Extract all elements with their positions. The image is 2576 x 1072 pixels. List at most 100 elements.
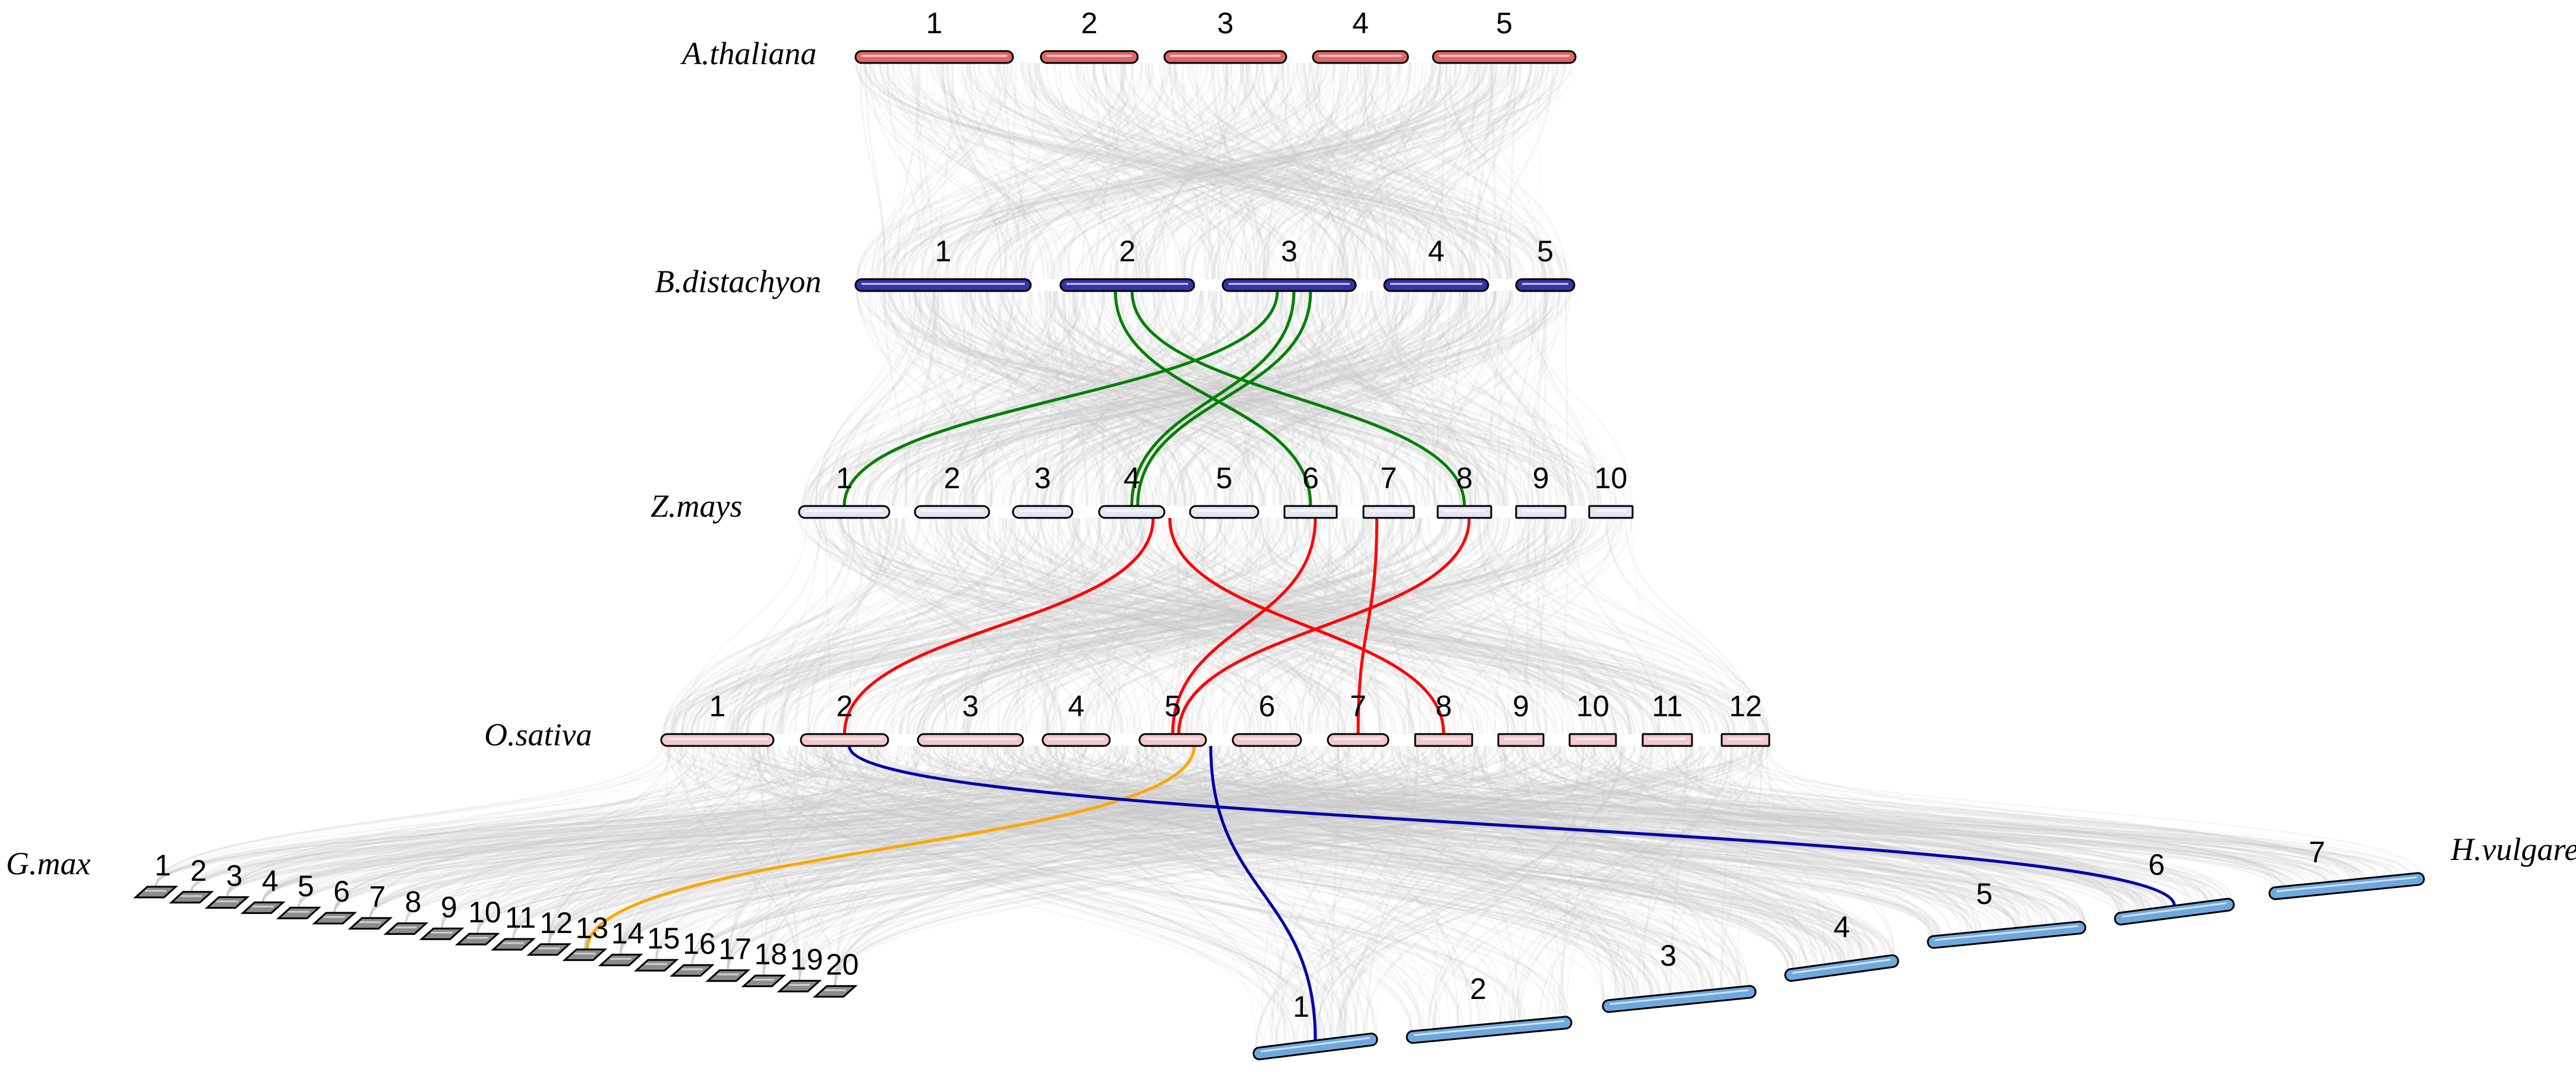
background-link <box>986 517 1116 735</box>
background-link <box>261 745 1250 903</box>
chromosome-number-z-mays-7: 7 <box>1381 461 1397 495</box>
background-link <box>476 745 1317 934</box>
chromosome-number-g-max-11: 11 <box>505 901 536 934</box>
background-link <box>1036 517 1142 735</box>
background-link <box>1127 290 1435 507</box>
background-link <box>1077 745 2151 909</box>
background-link <box>1198 745 2294 886</box>
background-link <box>1319 745 1503 1040</box>
background-link <box>191 745 1521 892</box>
background-link <box>1376 517 1717 735</box>
chromosome-number-g-max-14: 14 <box>611 916 645 950</box>
background-link <box>1154 290 1344 507</box>
chromosome-number-g-max-13: 13 <box>576 912 609 945</box>
background-link <box>1176 517 1188 735</box>
background-link <box>943 290 1512 507</box>
background-link <box>512 745 1193 940</box>
background-link <box>334 745 1078 913</box>
background-link <box>155 745 663 887</box>
background-link <box>1466 517 1716 735</box>
background-link <box>798 517 1602 735</box>
background-link <box>620 745 1444 955</box>
background-link <box>763 745 1419 976</box>
background-link <box>1015 290 1261 507</box>
background-link <box>1093 517 1494 735</box>
background-link <box>1165 290 1303 507</box>
background-link <box>1324 517 1576 735</box>
background-link <box>656 745 768 960</box>
background-link <box>755 745 1294 1043</box>
background-link <box>970 517 1134 735</box>
background-link <box>333 745 1090 913</box>
background-link <box>971 62 1464 280</box>
background-link <box>1201 517 1261 735</box>
background-link <box>1558 745 2215 901</box>
background-link <box>1337 290 1494 507</box>
background-link <box>834 745 1242 986</box>
background-link <box>928 290 1403 507</box>
background-link <box>1413 745 1581 1031</box>
background-link <box>925 745 1934 937</box>
background-link <box>1397 62 1420 280</box>
background-link <box>1160 517 1374 735</box>
chromosome-o-sativa-8 <box>1414 733 1473 747</box>
background-link <box>1375 745 1561 1033</box>
background-link <box>967 290 1418 507</box>
background-link <box>1162 62 1319 280</box>
background-link <box>1372 745 1620 1000</box>
background-link <box>755 745 1933 937</box>
chromosome-number-g-max-4: 4 <box>262 864 279 897</box>
background-link <box>1229 290 1458 507</box>
background-link <box>807 517 872 735</box>
chromosome-z-mays-10 <box>1588 505 1634 519</box>
background-link <box>1245 62 1349 280</box>
background-link <box>968 517 1406 735</box>
background-link <box>548 745 1037 944</box>
chromosome-number-h-vulgare-2: 2 <box>1470 972 1486 1005</box>
background-link <box>513 745 1355 940</box>
chromosome-highlight <box>1934 925 2078 941</box>
background-link <box>727 745 1251 970</box>
background-link <box>1099 290 1426 507</box>
background-link <box>1113 290 1142 507</box>
background-link <box>1554 745 2121 913</box>
background-link <box>986 745 2021 928</box>
background-link <box>1580 745 2352 880</box>
background-link <box>1094 290 1411 507</box>
background-link <box>441 745 1352 929</box>
background-link <box>888 290 1571 507</box>
background-link <box>1152 62 1212 280</box>
chromosome-g-max-16 <box>670 964 715 977</box>
background-link <box>1292 290 1502 507</box>
background-link <box>1546 745 1658 1019</box>
background-link <box>1103 62 1112 280</box>
background-link <box>298 745 813 908</box>
background-link <box>864 62 1547 280</box>
background-link <box>1447 745 1855 961</box>
background-link <box>814 745 1694 992</box>
background-link <box>1055 745 2306 885</box>
background-link <box>1378 290 1621 507</box>
background-link <box>1399 517 1527 735</box>
background-link <box>976 290 1201 507</box>
background-link <box>691 745 1076 966</box>
background-link <box>984 62 1478 280</box>
background-link <box>1223 62 1569 280</box>
background-link <box>226 745 837 897</box>
background-link <box>262 745 1270 903</box>
background-link <box>677 745 1855 961</box>
background-link <box>1097 290 1105 507</box>
background-link <box>1614 745 1662 1000</box>
background-link <box>1078 517 1596 735</box>
background-link <box>727 745 1120 970</box>
background-link <box>1293 290 1465 507</box>
background-link <box>369 745 735 918</box>
background-link <box>298 745 1094 908</box>
chromosome-b-distachyon-2 <box>1059 278 1195 292</box>
background-link <box>1378 290 1467 507</box>
background-link <box>1140 290 1599 507</box>
background-link <box>1391 290 1560 507</box>
background-link <box>1303 62 1387 280</box>
background-link <box>1439 62 1479 280</box>
background-link <box>1526 745 2086 922</box>
